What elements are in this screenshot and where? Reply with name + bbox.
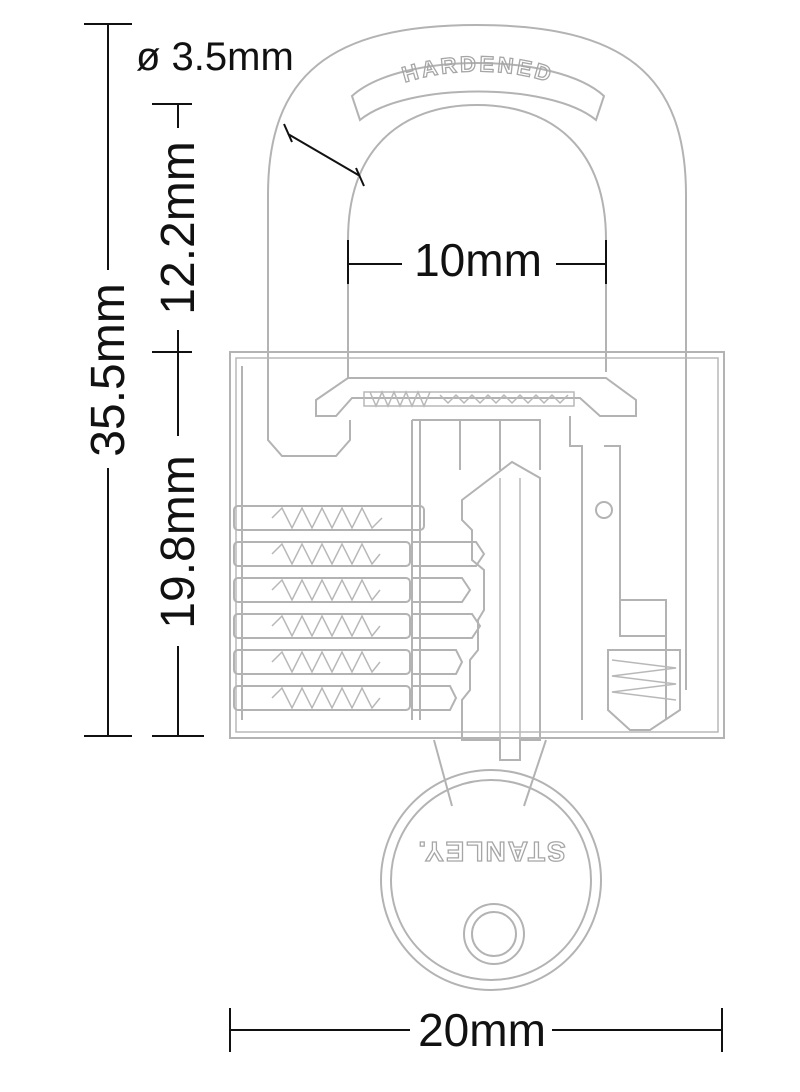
pin-row (233, 577, 472, 603)
pin-row (233, 685, 458, 711)
dimension-labels: ø 3.5mm 35.5mm 12.2mm 19.8mm 10mm 20mm (82, 35, 546, 1056)
dimension-lines (84, 23, 723, 1052)
body-width-label: 20mm (418, 1004, 546, 1056)
pin-row (233, 649, 464, 675)
hardened-engraving: HARDENED (399, 51, 557, 87)
stanley-brand-engraving: STANLEY. (416, 836, 565, 867)
total-height-label: 35.5mm (82, 283, 135, 456)
lock-body (229, 351, 725, 739)
pin-tumblers (233, 505, 486, 711)
shackle-width-label: 10mm (414, 234, 542, 286)
shackle-clearance-label: 12.2mm (152, 141, 205, 314)
hardened-band: HARDENED (350, 51, 606, 122)
pin-row (233, 505, 425, 531)
pin-row (233, 613, 482, 639)
key: STANLEY. (380, 460, 602, 991)
pin-row (233, 541, 486, 567)
shackle-diameter-label: ø 3.5mm (136, 35, 294, 79)
body-height-label: 19.8mm (152, 455, 205, 628)
